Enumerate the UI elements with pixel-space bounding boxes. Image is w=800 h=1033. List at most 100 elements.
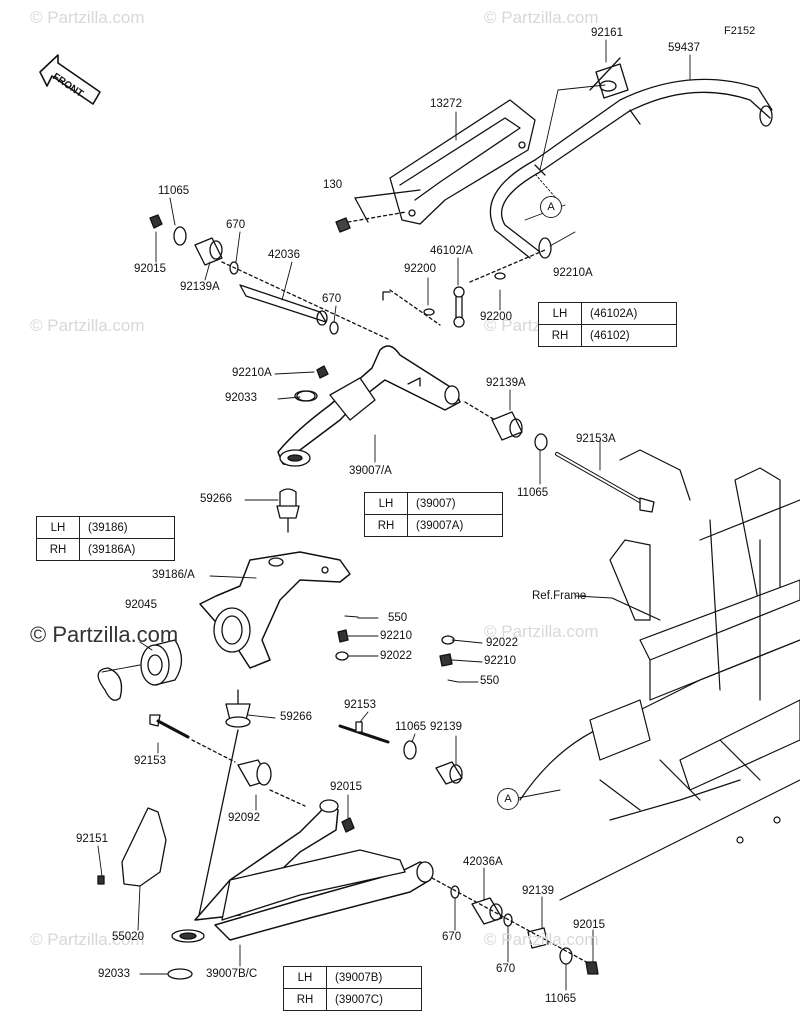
part-label: 550 bbox=[388, 612, 408, 624]
table-cell: (39186A) bbox=[79, 538, 175, 561]
table-cell: (46102) bbox=[581, 324, 677, 347]
table-row: RH (39186A) bbox=[36, 538, 175, 561]
part-label: 92092 bbox=[228, 812, 260, 824]
part-label: 92153A bbox=[576, 433, 616, 445]
part-label: 550 bbox=[480, 675, 500, 687]
bushing-92161 bbox=[589, 57, 629, 99]
part-label: 46102/A bbox=[430, 245, 473, 257]
part-label: 42036A bbox=[463, 856, 503, 868]
table-cell: (39007) bbox=[407, 492, 503, 515]
table-cell: (39007C) bbox=[326, 988, 422, 1011]
table-row: RH (39007A) bbox=[364, 514, 503, 537]
table-row: LH (46102A) bbox=[538, 302, 677, 325]
table-row: RH (46102) bbox=[538, 324, 677, 347]
table-cell: LH bbox=[364, 492, 408, 515]
part-label: 92139A bbox=[486, 377, 526, 389]
part-label: 92210 bbox=[484, 655, 516, 667]
table-cell: RH bbox=[364, 514, 408, 537]
bracket-13272 bbox=[389, 99, 536, 225]
part-label: 92022 bbox=[380, 650, 412, 662]
part-label: 39007/A bbox=[349, 465, 392, 477]
watermark: © Partzilla.com bbox=[484, 8, 599, 27]
part-label: 92015 bbox=[330, 781, 362, 793]
table-row: LH (39186) bbox=[36, 516, 175, 539]
lower-arm-bolt-left bbox=[149, 714, 236, 763]
watermark: © Partzilla.com bbox=[484, 930, 599, 949]
connector-a: A bbox=[497, 788, 519, 810]
part-label: 59437 bbox=[668, 42, 700, 54]
part-label: 670 bbox=[442, 931, 462, 943]
leader-lines bbox=[97, 39, 691, 991]
part-label: 92200 bbox=[480, 311, 512, 323]
connector-a: A bbox=[540, 196, 562, 218]
table-39007: LH (39007) RH (39007A) bbox=[364, 492, 503, 537]
watermark: © Partzilla.com bbox=[30, 930, 145, 949]
watermark-prominent: © Partzilla.com bbox=[30, 622, 179, 647]
part-label: 92151 bbox=[76, 833, 108, 845]
part-label: 92210A bbox=[232, 367, 272, 379]
table-39007bc: LH (39007B) RH (39007C) bbox=[283, 966, 422, 1011]
table-row: LH (39007B) bbox=[283, 966, 422, 989]
part-label: 92045 bbox=[125, 599, 157, 611]
part-label: 92022 bbox=[486, 637, 518, 649]
diagram-code: F2152 bbox=[724, 25, 756, 37]
table-cell: LH bbox=[36, 516, 80, 539]
wheel-bearing bbox=[97, 639, 183, 701]
part-label: 39186/A bbox=[152, 569, 195, 581]
part-label: 59266 bbox=[280, 711, 312, 723]
part-label: 92033 bbox=[98, 968, 130, 980]
table-cell: LH bbox=[538, 302, 582, 325]
watermark: © Partzilla.com bbox=[30, 8, 145, 27]
watermark: © Partzilla.com bbox=[30, 316, 145, 335]
front-arrow-icon: FRONT bbox=[39, 54, 101, 105]
part-label: 92139 bbox=[522, 885, 554, 897]
part-label: 11065 bbox=[395, 721, 427, 733]
table-cell: (46102A) bbox=[581, 302, 677, 325]
lower-arm-hardware-right bbox=[338, 721, 599, 975]
table-39186: LH (39186) RH (39186A) bbox=[36, 516, 175, 561]
knuckle bbox=[199, 551, 351, 669]
knuckle-hardware bbox=[335, 615, 459, 683]
upper-a-arm bbox=[277, 345, 461, 467]
part-label: 92210A bbox=[553, 267, 593, 279]
ball-joint-lower bbox=[197, 689, 251, 921]
part-label: 670 bbox=[496, 963, 516, 975]
part-label: 13272 bbox=[430, 98, 462, 110]
part-label: 59266 bbox=[200, 493, 232, 505]
table-cell: RH bbox=[283, 988, 327, 1011]
table-cell: LH bbox=[283, 966, 327, 989]
part-label: 11065 bbox=[158, 185, 190, 197]
bushing-92092 bbox=[237, 759, 306, 807]
table-cell: RH bbox=[538, 324, 582, 347]
frame-label: Ref.Frame bbox=[532, 590, 587, 602]
lower-a-arm bbox=[171, 799, 434, 943]
part-label: 11065 bbox=[545, 993, 577, 1005]
part-label: 42036 bbox=[268, 249, 300, 261]
part-label: 92153 bbox=[344, 699, 376, 711]
table-cell: (39007B) bbox=[326, 966, 422, 989]
ball-joint-upper bbox=[276, 488, 300, 533]
part-label: 92139 bbox=[430, 721, 462, 733]
part-label: 92139A bbox=[180, 281, 220, 293]
part-label: 670 bbox=[322, 293, 342, 305]
part-label: 92153 bbox=[134, 755, 166, 767]
part-label: 670 bbox=[226, 219, 246, 231]
part-label: 92033 bbox=[225, 392, 257, 404]
table-row: RH (39007C) bbox=[283, 988, 422, 1011]
part-label: 11065 bbox=[517, 487, 549, 499]
part-label: 92200 bbox=[404, 263, 436, 275]
table-cell: (39007A) bbox=[407, 514, 503, 537]
vehicle-frame bbox=[519, 449, 800, 901]
part-label: 55020 bbox=[112, 931, 144, 943]
part-label: 130 bbox=[323, 179, 343, 191]
bolt-130 bbox=[335, 189, 421, 233]
part-label: 39007B/C bbox=[206, 968, 258, 980]
part-label: 92015 bbox=[134, 263, 166, 275]
table-row: LH (39007) bbox=[364, 492, 503, 515]
stabilizer-bar bbox=[489, 78, 773, 259]
upper-arm-bolt-kit bbox=[464, 401, 655, 513]
part-label: 92161 bbox=[591, 27, 623, 39]
table-cell: RH bbox=[36, 538, 80, 561]
